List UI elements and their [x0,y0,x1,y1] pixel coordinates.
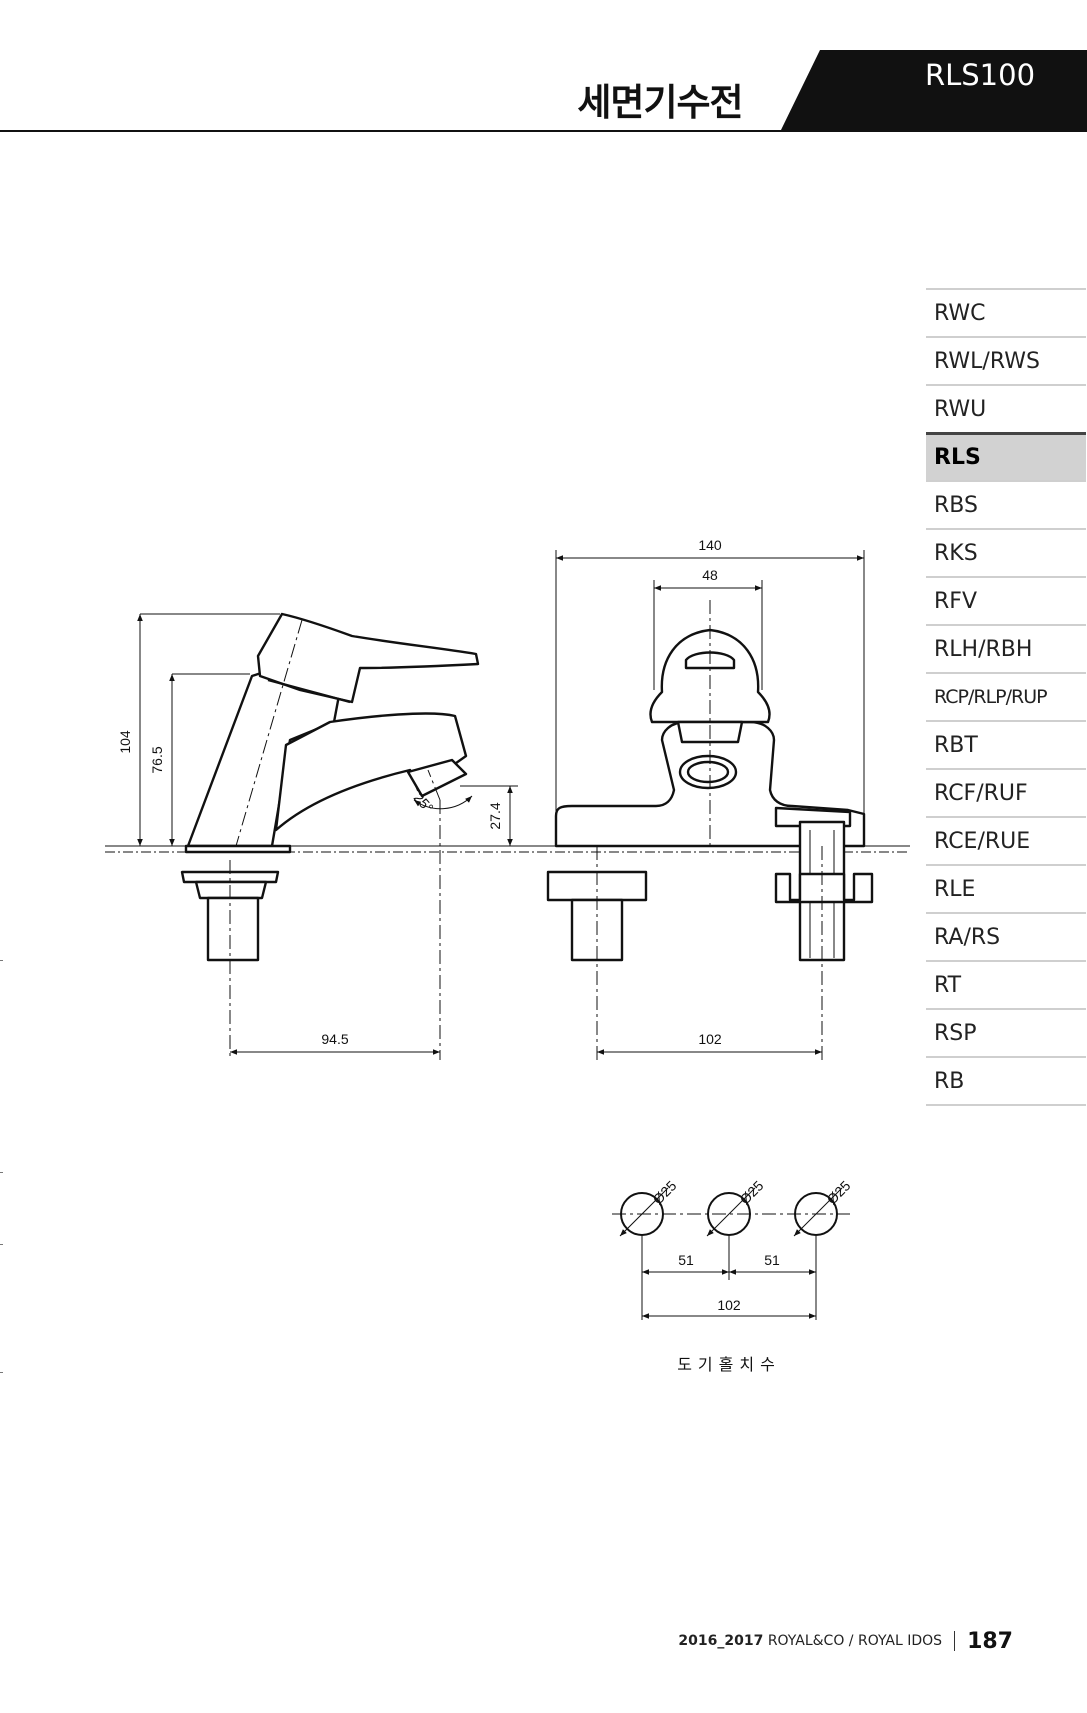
sidebar-item-rcf-ruf[interactable]: RCF/RUF [926,768,1086,816]
dim-spout-clearance: 27.4 [487,802,503,829]
sidebar-item-rks[interactable]: RKS [926,528,1086,576]
sidebar-item-label: RBS [934,492,978,518]
dim-reach: 94.5 [321,1031,348,1047]
hole-spacing-right: 51 [764,1252,780,1268]
sidebar-item-label: RCF/RUF [934,780,1028,806]
sidebar-item-rcp-rlp-rup[interactable]: RCP/RLP/RUP [926,672,1086,720]
footer-years: 2016_2017 [678,1633,764,1649]
side-view-centerlines [229,619,441,1060]
footer-separator [954,1631,956,1651]
sidebar-item-rbt[interactable]: RBT [926,720,1086,768]
hole-diameter-1: Ø25 [649,1177,679,1207]
sidebar-item-rwl-rws[interactable]: RWL/RWS [926,336,1086,384]
page-footer: 2016_2017 ROYAL&CO / ROYAL IDOS 187 [678,1626,1013,1656]
side-view-dimensions [137,613,518,1055]
header-rule [0,130,790,132]
hole-layout [612,1187,850,1320]
header-tab [780,50,1087,132]
sidebar-item-rsp[interactable]: RSP [926,1008,1086,1056]
category-sidebar: RWC RWL/RWS RWU RLS RBS RKS RFV RLH/RBH RCP/RLP/… [926,288,1086,1106]
front-view-centerlines [596,600,823,1060]
sidebar-item-rbs[interactable]: RBS [926,480,1086,528]
sidebar-item-label: RB [934,1068,965,1094]
sidebar-item-rls[interactable]: RLS [926,432,1086,480]
sidebar-item-label: RT [934,972,962,998]
margin-tick [0,1372,3,1373]
hole-diameter-3: Ø25 [823,1177,853,1207]
sidebar-item-label: RSP [934,1020,977,1046]
sidebar-item-rwu[interactable]: RWU [926,384,1086,432]
sidebar-item-label: RKS [934,540,978,566]
sidebar-item-label: RCP/RLP/RUP [934,686,1048,708]
hole-spacing-total: 102 [717,1297,741,1313]
sidebar-item-rlh-rbh[interactable]: RLH/RBH [926,624,1086,672]
sidebar-item-label: RCE/RUE [934,828,1031,854]
hole-diameter-2: Ø25 [736,1177,766,1207]
sidebar-item-rt[interactable]: RT [926,960,1086,1008]
sidebar-item-rce-rue[interactable]: RCE/RUE [926,816,1086,864]
dim-width-handle: 48 [702,567,718,583]
sidebar-end-rule [926,1104,1086,1106]
dim-height-total: 104 [117,730,133,754]
sidebar-item-ra-rs[interactable]: RA/RS [926,912,1086,960]
page-number: 187 [967,1628,1013,1654]
sidebar-item-label: RLS [934,445,981,470]
dim-width-total: 140 [698,537,722,553]
hole-spacing-left: 51 [678,1252,694,1268]
sidebar-item-rfv[interactable]: RFV [926,576,1086,624]
sidebar-item-label: RA/RS [934,924,1001,950]
sidebar-item-label: RLH/RBH [934,636,1033,662]
sidebar-item-rle[interactable]: RLE [926,864,1086,912]
sidebar-item-label: RBT [934,732,978,758]
margin-tick [0,960,3,961]
sidebar-item-rwc[interactable]: RWC [926,288,1086,336]
dim-height-spout: 76.5 [149,746,165,773]
front-view-dimensions [555,550,865,1055]
margin-tick [0,1244,3,1245]
model-code: RLS100 [924,58,1036,92]
sidebar-item-label: RWL/RWS [934,348,1040,374]
dim-center-distance: 102 [698,1031,722,1047]
margin-tick [0,1172,3,1173]
page-title: 세면기수전 [577,81,743,124]
footer-brand: ROYAL&CO / ROYAL IDOS [767,1633,943,1649]
technical-drawing: 104 76.5 27.4 25° 94.5 [105,537,910,1374]
sidebar-item-rb[interactable]: RB [926,1056,1086,1104]
page-header: 세면기수전 RLS100 [0,0,1087,140]
sidebar-item-label: RLE [934,876,976,902]
dim-angle: 25° [411,789,437,815]
side-view-faucet [180,612,480,962]
hole-layout-caption: 도기홀치수 [677,1355,781,1374]
sidebar-item-label: RFV [934,588,977,614]
sidebar-item-label: RWU [934,396,987,422]
sidebar-item-label: RWC [934,300,986,326]
